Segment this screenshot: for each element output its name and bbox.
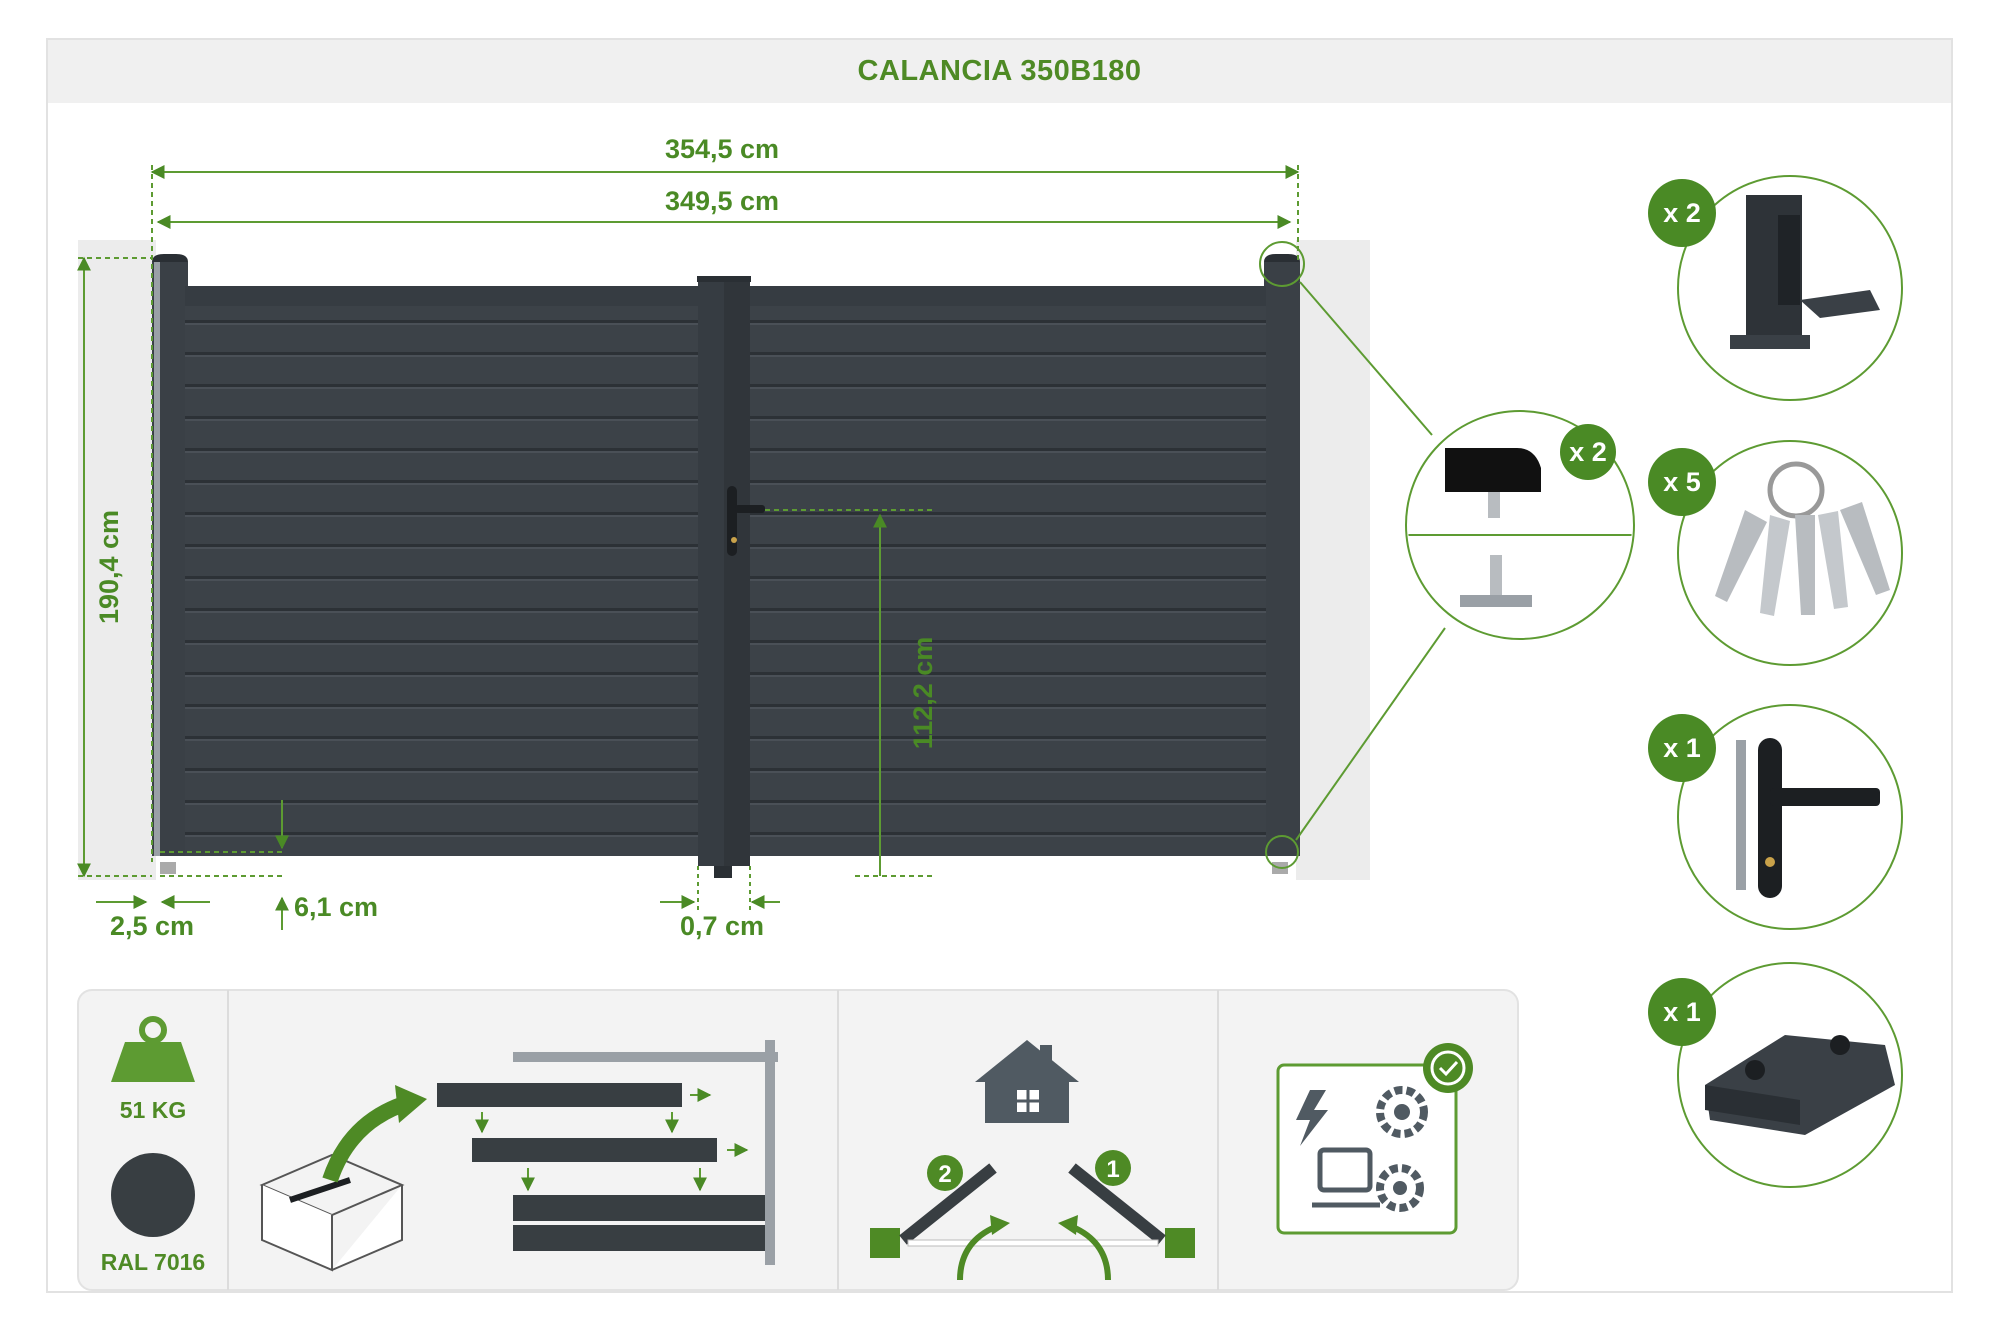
accessory-center-stop: x 1 <box>1648 962 1903 1188</box>
handle-quantity: x 1 <box>1663 733 1701 763</box>
right-wall <box>1296 240 1370 880</box>
side-gap-label: 2,5 cm <box>110 911 194 941</box>
latch-quantity: x 2 <box>1663 198 1701 228</box>
center-stop-quantity: x 1 <box>1663 997 1701 1027</box>
color-swatch <box>111 1153 195 1237</box>
height-label: 190,4 cm <box>94 510 124 624</box>
accessory-handle: x 1 <box>1648 704 1903 930</box>
color-label: RAL 7016 <box>101 1249 205 1275</box>
step-one-badge: 1 <box>1106 1156 1119 1183</box>
keys-quantity: x 5 <box>1663 467 1701 497</box>
page-title: CALANCIA 350B180 <box>857 55 1142 87</box>
weight-label: 51 KG <box>120 1097 186 1123</box>
assembly-icon <box>259 1040 778 1272</box>
motor-compatible-icon <box>1276 1043 1473 1235</box>
left-wall <box>78 240 156 880</box>
info-panel <box>77 989 1519 1291</box>
accessory-latch: x 2 <box>1648 175 1903 401</box>
opening-icon <box>870 1040 1195 1281</box>
accessory-keys: x 5 <box>1648 440 1903 666</box>
gate-drawing <box>152 241 1446 878</box>
step-two-badge: 2 <box>938 1161 951 1188</box>
hinge-detail: x 2 <box>1405 410 1635 640</box>
handle-height-label: 112,2 cm <box>908 637 938 750</box>
overall-width-label: 354,5 cm <box>665 134 779 164</box>
title-bar <box>48 40 1951 103</box>
dimension-lines <box>77 165 1300 930</box>
hinge-quantity: x 2 <box>1569 437 1607 467</box>
leaf-width-label: 349,5 cm <box>665 186 779 216</box>
ground-clearance-label: 6,1 cm <box>294 892 378 922</box>
center-gap-label: 0,7 cm <box>680 911 764 941</box>
weight-icon <box>111 1016 195 1082</box>
